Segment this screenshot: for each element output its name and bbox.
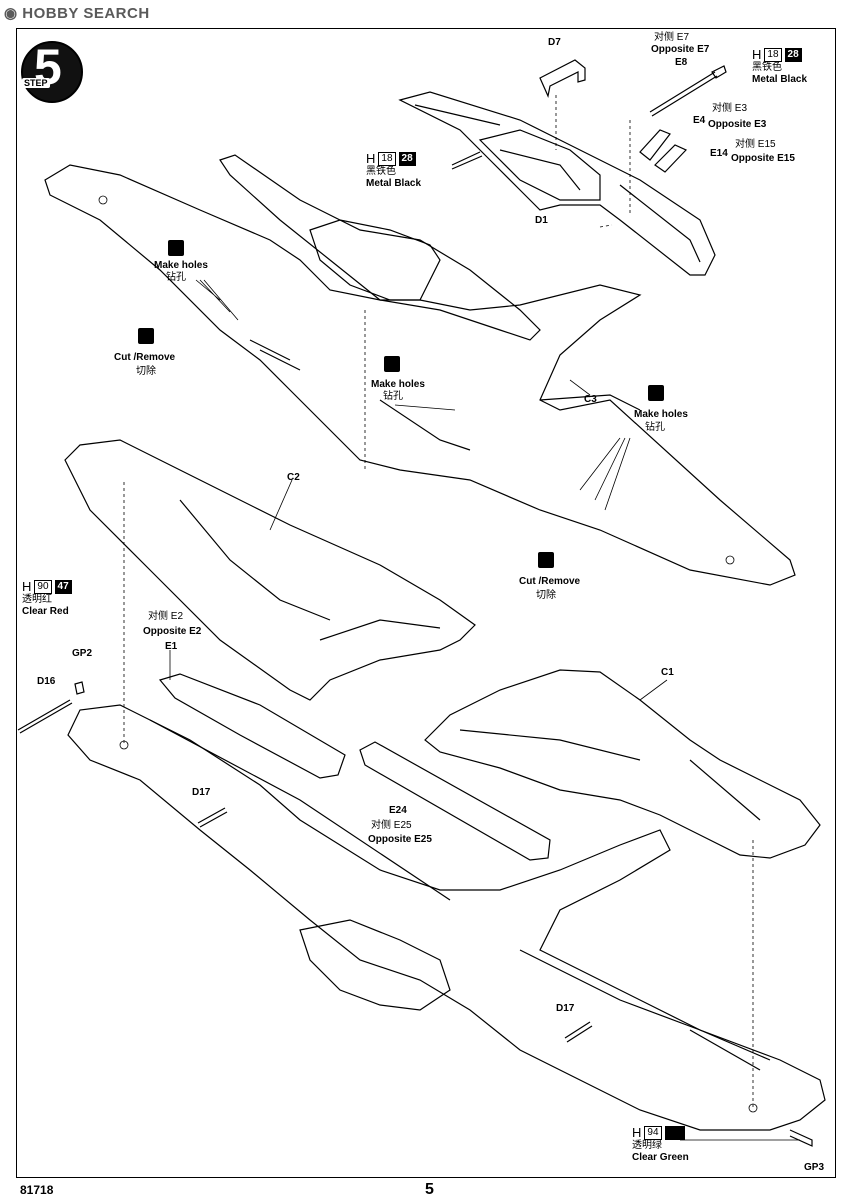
label-e8: E8 bbox=[675, 57, 688, 68]
make-holes-cn-3: 钻孔 bbox=[645, 422, 665, 433]
part-gp2 bbox=[74, 681, 85, 695]
paint-letter: H bbox=[366, 151, 376, 166]
watermark: ◉ HOBBY SEARCH bbox=[4, 4, 150, 22]
label-c2: C2 bbox=[287, 472, 300, 483]
paint-letter: H bbox=[752, 47, 762, 62]
part-e8 bbox=[649, 71, 718, 117]
paint-code-2 bbox=[664, 1126, 685, 1140]
part-gp3 bbox=[789, 1129, 813, 1147]
paint-callout-metal-black-mid: H 18 28 黑铁色 Metal Black bbox=[366, 152, 421, 190]
label-e2-en: Opposite E2 bbox=[143, 626, 202, 637]
label-e1: E1 bbox=[165, 641, 178, 652]
paint-code-2: 28 bbox=[784, 48, 802, 62]
part-d17b bbox=[564, 1021, 593, 1043]
paint-code-1: 94 bbox=[644, 1126, 662, 1140]
drill-icon bbox=[648, 385, 664, 401]
label-d1: D1 bbox=[535, 215, 548, 226]
paint-code-2: 47 bbox=[54, 580, 72, 594]
label-e24: E24 bbox=[389, 805, 407, 816]
make-holes-label-2: Make holes bbox=[371, 379, 425, 390]
part-e7 bbox=[711, 65, 727, 79]
paint-code-1: 18 bbox=[764, 48, 782, 62]
paint-name-en: Clear Red bbox=[22, 606, 69, 617]
paint-name-cn: 透明绿 bbox=[632, 1140, 662, 1151]
part-d16 bbox=[17, 699, 73, 734]
part-d7 bbox=[539, 59, 586, 98]
drill-icon bbox=[168, 240, 184, 256]
part-e24 bbox=[359, 741, 551, 861]
label-d7: D7 bbox=[548, 37, 561, 48]
paint-name-en: Clear Green bbox=[632, 1152, 689, 1163]
make-holes-cn-1: 钻孔 bbox=[166, 272, 186, 283]
paint-name-cn: 黑铁色 bbox=[366, 166, 396, 177]
lower-wing-assembly bbox=[67, 704, 826, 1131]
drill-icon bbox=[384, 356, 400, 372]
label-e15-cn: 对侧 E15 bbox=[735, 139, 776, 150]
cut-remove-label-2: Cut /Remove bbox=[519, 576, 581, 587]
paint-code-2: 28 bbox=[398, 152, 416, 166]
wing-c1 bbox=[424, 669, 821, 859]
paint-name-cn: 黑铁色 bbox=[752, 62, 782, 73]
guide-lines-top bbox=[123, 95, 754, 1108]
part-d1-pin bbox=[451, 151, 483, 170]
label-e25-cn: 对侧 E25 bbox=[371, 820, 412, 831]
paint-letter: H bbox=[22, 579, 32, 594]
cut-icon bbox=[138, 328, 154, 344]
paint-name-cn: 透明红 bbox=[22, 594, 52, 605]
label-gp2: GP2 bbox=[72, 648, 93, 659]
cut-remove-cn-1: 切除 bbox=[136, 366, 156, 377]
paint-code-1: 90 bbox=[34, 580, 52, 594]
step-badge: 5 STEP bbox=[20, 39, 84, 104]
label-gp3: GP3 bbox=[804, 1162, 825, 1173]
label-e3-en: Opposite E3 bbox=[708, 119, 767, 130]
hole-markers bbox=[98, 195, 758, 1113]
step-label: STEP bbox=[22, 78, 50, 88]
paint-callout-clear-red: H 90 47 透明红 Clear Red bbox=[22, 580, 72, 618]
part-d17a bbox=[197, 807, 228, 828]
cut-remove-cn-2: 切除 bbox=[536, 590, 556, 601]
label-e2-cn: 对侧 E2 bbox=[148, 611, 184, 622]
label-e3-cn: 对侧 E3 bbox=[712, 103, 748, 114]
label-d17-b: D17 bbox=[556, 1003, 575, 1014]
label-d16: D16 bbox=[37, 676, 56, 687]
make-holes-label-1: Make holes bbox=[154, 260, 208, 271]
make-holes-cn-2: 钻孔 bbox=[383, 391, 403, 402]
label-c3: C3 bbox=[584, 394, 597, 405]
label-e7-en: Opposite E7 bbox=[651, 44, 710, 55]
cut-remove-label-1: Cut /Remove bbox=[114, 352, 176, 363]
paint-callout-metal-black-top: H 18 28 黑铁色 Metal Black bbox=[752, 48, 807, 86]
label-e15-en: Opposite E15 bbox=[731, 153, 795, 164]
part-e14 bbox=[654, 144, 688, 173]
label-e25-en: Opposite E25 bbox=[368, 834, 432, 845]
paint-name-en: Metal Black bbox=[752, 74, 808, 85]
upper-wing-assembly bbox=[44, 154, 796, 586]
page-number: 5 bbox=[425, 1181, 434, 1198]
leader-lines bbox=[169, 279, 800, 1141]
label-e14: E14 bbox=[710, 148, 728, 159]
kit-code: 81718 bbox=[20, 1183, 54, 1197]
watermark-text: HOBBY SEARCH bbox=[22, 5, 150, 22]
paint-code-1: 18 bbox=[378, 152, 396, 166]
cut-icon bbox=[538, 552, 554, 568]
label-e4: E4 bbox=[693, 115, 706, 126]
label-d17-a: D17 bbox=[192, 787, 211, 798]
part-e1 bbox=[158, 673, 346, 779]
wing-c2 bbox=[64, 439, 476, 701]
part-e4 bbox=[639, 129, 671, 161]
make-holes-label-3: Make holes bbox=[634, 409, 688, 420]
instruction-sheet-frame bbox=[16, 28, 836, 1178]
center-fuselage-top bbox=[398, 91, 716, 276]
paint-letter: H bbox=[632, 1125, 642, 1140]
label-e7-cn: 对侧 E7 bbox=[654, 32, 690, 43]
paint-name-en: Metal Black bbox=[366, 178, 422, 189]
paint-callout-clear-green: H 94 透明绿 Clear Green bbox=[632, 1126, 689, 1164]
watermark-logo-icon: ◉ bbox=[4, 5, 23, 22]
label-c1: C1 bbox=[661, 667, 674, 678]
